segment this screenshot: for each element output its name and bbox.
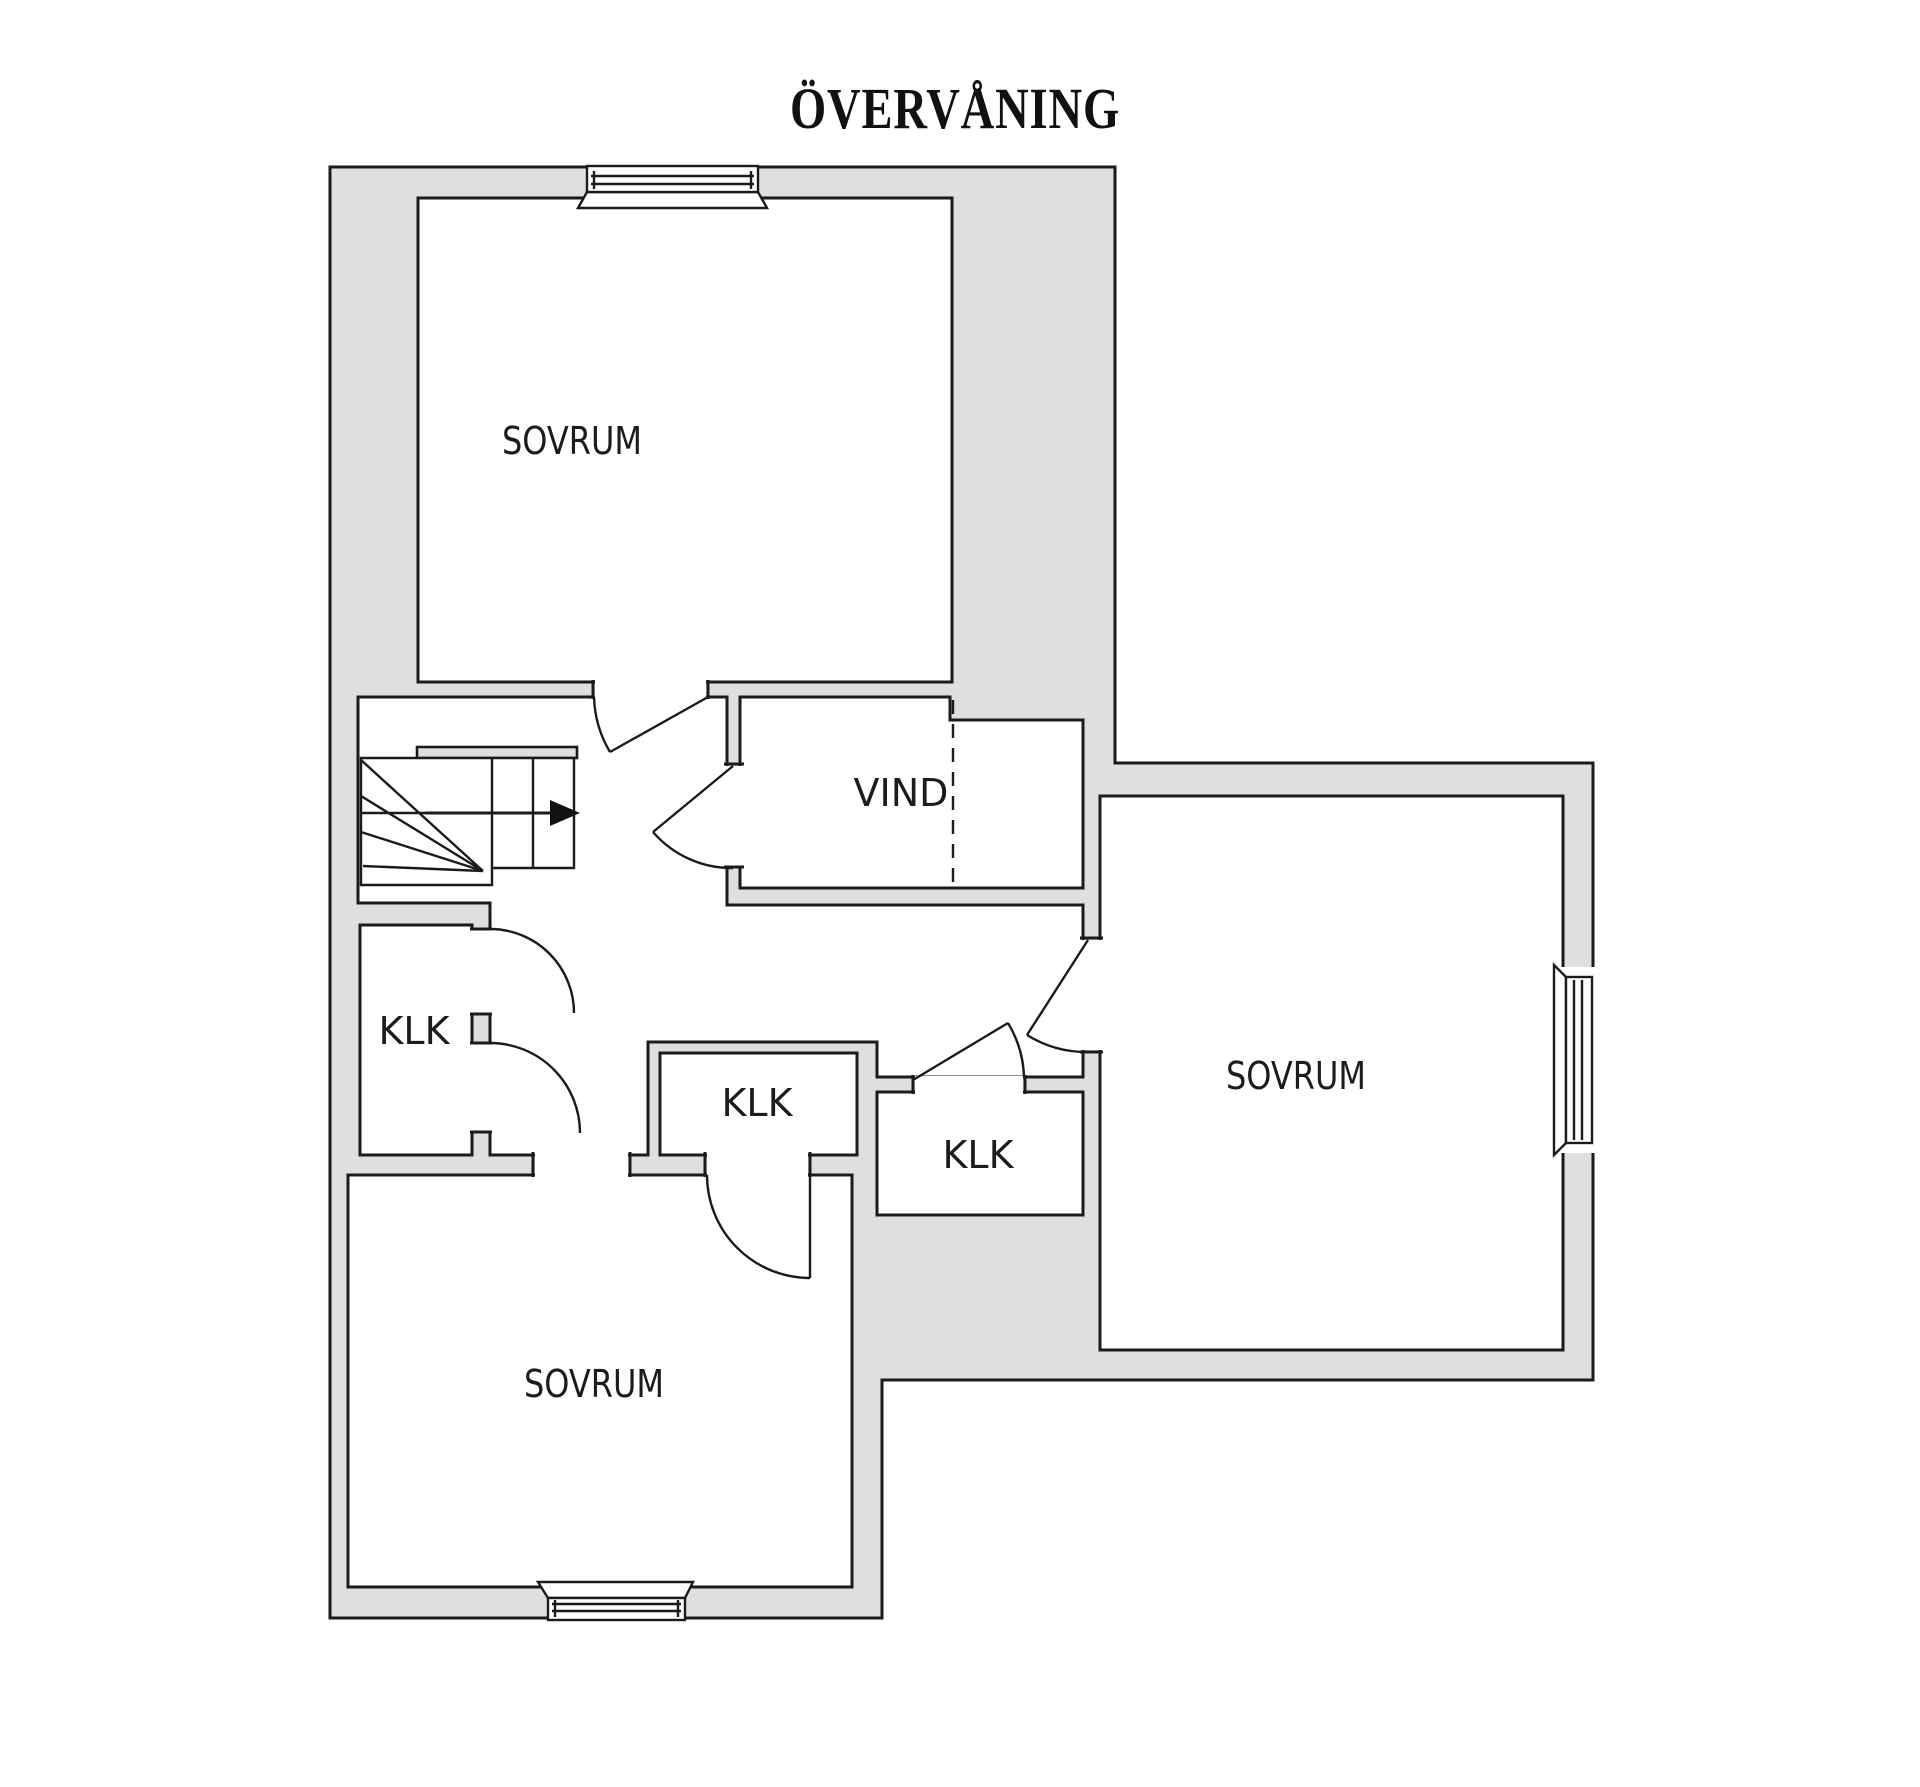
stair-top-wall bbox=[415, 745, 579, 760]
room-label-klk-middle: KLK bbox=[721, 1081, 793, 1125]
window-top bbox=[575, 164, 770, 210]
room-label-sovrum-top: SOVRUM bbox=[502, 419, 642, 463]
door-klk-left-lower bbox=[489, 1041, 582, 1134]
stair-arrow-head bbox=[550, 800, 580, 826]
room-label-sovrum-right: SOVRUM bbox=[1226, 1054, 1366, 1098]
window-bottom bbox=[535, 1580, 695, 1622]
door-vind bbox=[652, 765, 734, 870]
walls bbox=[328, 165, 1595, 1620]
door-arcs bbox=[489, 695, 1090, 1280]
room-label-klk-left: KLK bbox=[378, 1009, 450, 1053]
window-right bbox=[1552, 962, 1594, 1158]
staircase bbox=[359, 756, 580, 887]
door-klk-left-upper bbox=[489, 927, 576, 1014]
door-sovrum-top bbox=[592, 695, 709, 754]
page-title: ÖVERVÅNING bbox=[790, 76, 1120, 141]
door-klk-middle bbox=[705, 1174, 812, 1280]
room-label-vind: VIND bbox=[854, 771, 949, 815]
door-sovrum-right bbox=[1025, 939, 1090, 1054]
room-label-sovrum-bottom: SOVRUM bbox=[524, 1362, 664, 1406]
wall-end-caps bbox=[470, 680, 1103, 1177]
door-klk-right bbox=[912, 1021, 1026, 1082]
room-label-klk-right: KLK bbox=[942, 1133, 1014, 1177]
